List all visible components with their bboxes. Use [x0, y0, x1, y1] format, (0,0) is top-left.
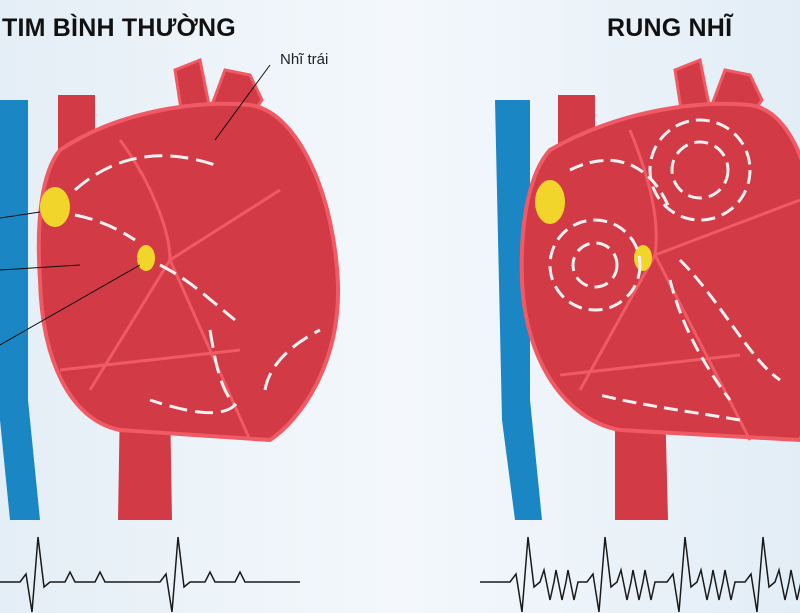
label-left-atrium: Nhĩ trái	[280, 51, 329, 68]
chamber-walls	[559, 129, 800, 441]
heart-body	[36, 101, 341, 443]
vena-cava	[0, 100, 40, 520]
afib-heart	[495, 57, 800, 520]
title-atrial-fibrillation: RUNG NHĨ	[607, 14, 733, 42]
signal-arrows	[74, 154, 321, 415]
pointer-lines	[0, 64, 271, 346]
chamber-walls	[59, 139, 281, 441]
normal-heart	[0, 57, 341, 520]
sa-node	[535, 180, 565, 224]
ecg-afib	[480, 536, 800, 613]
title-normal-heart: TIM BÌNH THƯỜNG	[2, 14, 236, 42]
chaotic-signal-arrows	[548, 118, 781, 422]
av-node	[137, 245, 155, 271]
heart-body	[519, 101, 800, 443]
sa-node	[40, 187, 70, 227]
ecg-normal	[0, 536, 300, 613]
vena-cava	[495, 100, 542, 520]
